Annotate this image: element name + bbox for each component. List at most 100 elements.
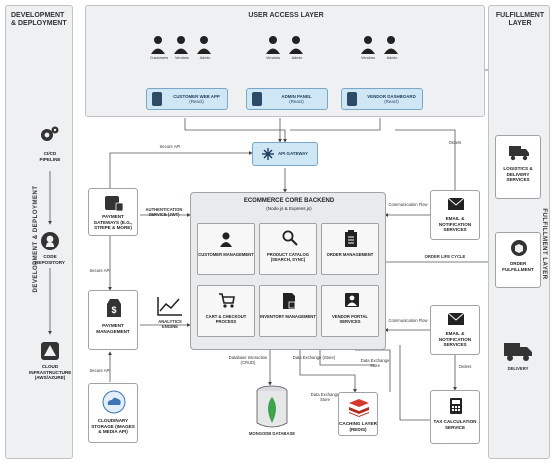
app-subtitle: (React): [189, 99, 204, 104]
redis-icon: [349, 399, 369, 417]
vendor-portal-icon: [345, 293, 359, 307]
clipboard-icon: [345, 230, 357, 247]
app-title: ADMIN PANEL: [281, 93, 312, 99]
user-icon: [151, 36, 211, 54]
fulfillment-title: FULFILLMENT LAYER: [495, 12, 545, 27]
cloud-infra-icon: [40, 341, 60, 361]
user-icon: [266, 36, 303, 54]
customer-user-group: Customers Vendors Admin: [148, 34, 218, 64]
admin-panel-app[interactable]: ADMIN PANEL(React): [246, 88, 328, 110]
edge-comm-flow-1: Communication Flow: [388, 202, 428, 207]
payment-management-node[interactable]: $ PAYMENT MANAGEMENT: [88, 290, 138, 350]
email-notification-node-1[interactable]: EMAIL & NOTIFICATION SERVICES: [430, 190, 480, 240]
mongodb-label: MONGODB DATABASE: [248, 431, 296, 436]
order-fulfillment-label: ORDER FULFILLMENT: [502, 261, 534, 272]
edge-data-exchange-2: Data Exchange Store: [310, 392, 340, 402]
ual-title: USER ACCESS LAYER: [248, 12, 324, 19]
edge-auth: AUTHENTICATION SERVICE (JWT): [145, 207, 183, 217]
module-label: CART & CHECKOUT PROCESS: [205, 314, 247, 324]
edge-secure-api-1: Secure API: [159, 144, 181, 149]
app-subtitle: (React): [384, 99, 399, 104]
gateway-label: API GATEWAY: [277, 151, 308, 157]
product-catalog-module[interactable]: PRODUCT CATALOG (SEARCH, SYNC): [259, 223, 317, 275]
edge-data-exchange-1: Data Exchange (Store): [292, 355, 336, 360]
redis-cache-node[interactable]: CACHING LAYER (REDIS): [338, 392, 378, 436]
user-access-layer: USER ACCESS LAYER Customers Vendors Admi…: [85, 5, 485, 117]
analytics-label: ANALYTICS ENGINE: [158, 319, 182, 329]
tax-label: TAX CALCULATION SERVICE: [433, 419, 477, 430]
logistics-node[interactable]: LOGISTICS & DELIVERY SERVICES: [495, 135, 541, 199]
box-icon: [510, 239, 528, 257]
mail-icon: [447, 197, 465, 210]
core-subtitle: (Node.js & Express.js): [266, 206, 312, 211]
vendor-dashboard-app[interactable]: VENDOR DASHBOARD(React): [341, 88, 423, 110]
analytics-engine[interactable]: ANALYTICS ENGINE: [152, 295, 188, 345]
email-label: EMAIL & NOTIFICATION SERVICES: [438, 331, 472, 348]
inventory-management-module[interactable]: INVENTORY MANAGEMENT: [259, 285, 317, 337]
payment-gateways-label: PAYMENT GATEWAYS (e.g., Stripe & more): [93, 214, 133, 231]
customer-web-app[interactable]: CUSTOMER WEB APP(React): [146, 88, 228, 110]
user-label-admin: Admin: [291, 56, 303, 60]
gear-icon: [38, 124, 60, 146]
logistics-label: LOGISTICS & DELIVERY SERVICES: [503, 166, 533, 183]
card-icon: [104, 194, 124, 212]
module-label: ORDER MANAGEMENT: [326, 252, 374, 257]
cloudinary-label: CLOUDINARY STORAGE (IMAGES & MEDIA API): [91, 418, 135, 435]
app-subtitle: (React): [289, 99, 304, 104]
gateway-icon: [261, 148, 274, 160]
user-label-admin: Admin: [386, 56, 398, 60]
app-icon: [152, 92, 162, 106]
edge-db-interaction: Database Interaction (CRUD): [228, 355, 268, 365]
payment-icon: $: [106, 298, 122, 318]
admin-user-group: Vendors Admin: [261, 34, 309, 64]
mongodb-icon: [256, 385, 288, 428]
app-icon: [252, 92, 262, 106]
fulfillment-side-title: FULFILLMENT LAYER: [541, 208, 547, 280]
edge-secure-api-2: Secure API: [89, 268, 111, 273]
delivery-label: DELIVERY: [507, 366, 529, 371]
api-gateway[interactable]: API GATEWAY: [252, 142, 318, 166]
cloud-label: CLOUD INFRASTRUCTURE (AWS/AZURE): [29, 364, 72, 381]
edge-order-lifecycle: ORDER LIFE CYCLE: [424, 254, 466, 259]
module-label: INVENTORY MANAGEMENT: [260, 314, 316, 319]
user-icon: [361, 36, 398, 54]
user-label-vendors: Vendors: [175, 56, 189, 60]
cloud-icon: [102, 390, 126, 414]
order-fulfillment-node[interactable]: ORDER FULFILLMENT: [495, 232, 541, 288]
redis-label: CACHING LAYER (REDIS): [339, 421, 377, 432]
edge-orders-2: Orders: [458, 364, 472, 369]
user-icon: [220, 232, 232, 247]
mongodb-database[interactable]: MONGODB DATABASE: [249, 385, 295, 445]
devops-panel: DEVELOPMENT & DEPLOYMENT DEVELOPMENT & D…: [5, 5, 73, 459]
payment-management-label: PAYMENT MANAGEMENT: [96, 323, 130, 334]
email-label: EMAIL & NOTIFICATION SERVICES: [438, 216, 472, 233]
module-label: CUSTOMER MANAGEMENT: [198, 252, 254, 257]
customer-management-module[interactable]: CUSTOMER MANAGEMENT: [197, 223, 255, 275]
edge-comm-flow-2: Communication Flow: [388, 318, 428, 323]
core-backend: ECOMMERCE CORE BACKEND (Node.js & Expres…: [190, 192, 386, 350]
vendor-portal-module[interactable]: VENDOR PORTAL SERVICES: [321, 285, 379, 337]
order-management-module[interactable]: ORDER MANAGEMENT: [321, 223, 379, 275]
search-icon: [282, 230, 298, 246]
svg-text:$: $: [111, 305, 116, 315]
calculator-icon: [450, 398, 462, 414]
user-label-admin: Admin: [199, 56, 211, 60]
tax-calculation-node[interactable]: TAX CALCULATION SERVICE: [430, 390, 480, 444]
app-icon: [347, 92, 357, 106]
module-label: VENDOR PORTAL SERVICES: [332, 314, 368, 324]
user-label-vendors: Vendors: [266, 56, 280, 60]
cart-icon: [219, 293, 235, 308]
repo-label: CODE REPOSITORY: [35, 254, 65, 265]
edge-orders: Orders: [448, 140, 462, 145]
user-label-vendors: Vendors: [361, 56, 375, 60]
email-notification-node-2[interactable]: EMAIL & NOTIFICATION SERVICES: [430, 305, 480, 355]
payment-gateways-node[interactable]: PAYMENT GATEWAYS (e.g., Stripe & more): [88, 188, 138, 236]
inventory-icon: [283, 293, 296, 309]
devops-title: DEVELOPMENT & DEPLOYMENT: [11, 12, 67, 27]
cloudinary-storage-node[interactable]: CLOUDINARY STORAGE (IMAGES & MEDIA API): [88, 383, 138, 443]
app-title: CUSTOMER WEB APP: [173, 93, 220, 99]
vendor-user-group: Vendors Admin: [356, 34, 404, 64]
truck-icon: [508, 143, 530, 161]
core-title: ECOMMERCE CORE BACKEND: [243, 198, 335, 204]
cart-checkout-module[interactable]: CART & CHECKOUT PROCESS: [197, 285, 255, 337]
